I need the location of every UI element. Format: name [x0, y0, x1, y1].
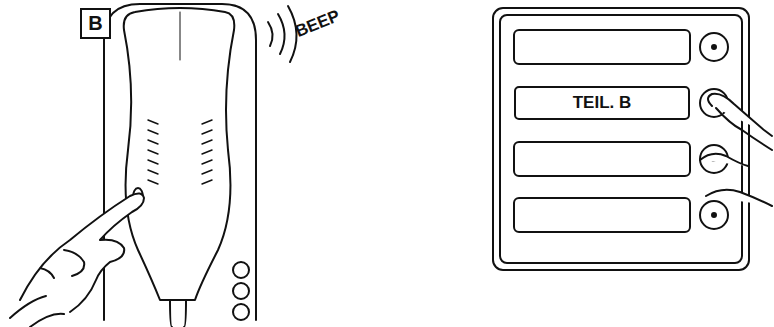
hand [742, 130, 772, 150]
name-slot [514, 198, 690, 232]
name-slot: TEIL. B [514, 86, 690, 120]
node-text: TEIL. B [573, 93, 632, 113]
hand [20, 193, 144, 312]
handset [124, 8, 235, 300]
name-slot [514, 30, 690, 64]
handset-ridge [180, 12, 181, 60]
letter-box: B [80, 8, 111, 39]
cable [170, 300, 186, 327]
bell-button [700, 33, 728, 229]
hand [700, 94, 772, 206]
name-slot [514, 142, 690, 176]
door-panel [493, 8, 749, 270]
node-text: B [88, 12, 102, 35]
hand [10, 296, 64, 327]
sound-label: BEEP [293, 6, 343, 42]
grille [148, 120, 212, 184]
sound-waves [268, 6, 297, 62]
small-button [233, 262, 249, 278]
door-panel-inner [500, 15, 742, 263]
small-button [233, 283, 249, 299]
intercom-housing [104, 4, 256, 320]
small-button [233, 304, 249, 320]
